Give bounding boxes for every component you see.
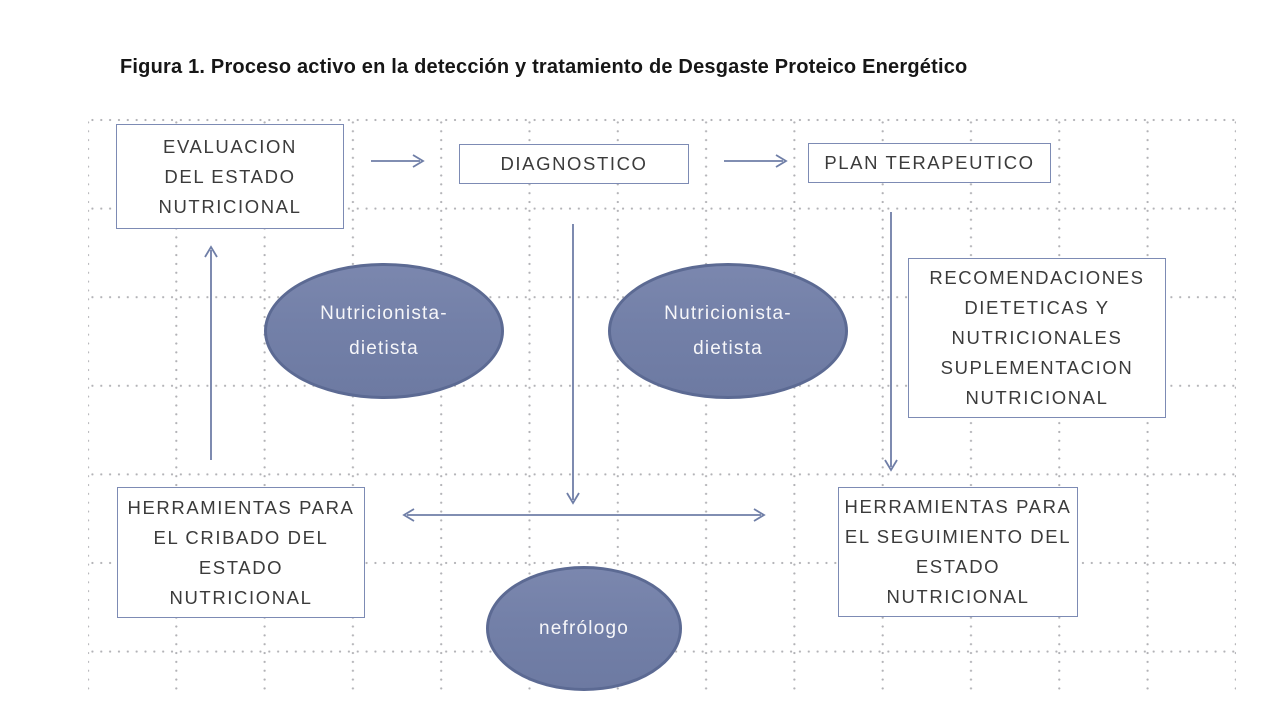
arrow-cribado-to-evaluacion-icon bbox=[204, 245, 218, 460]
arrow-double-horizontal-icon bbox=[402, 508, 766, 522]
arrow-diagnostico-down-icon bbox=[566, 224, 580, 505]
node-label: RECOMENDACIONES DIETETICAS Y NUTRICIONAL… bbox=[929, 267, 1145, 408]
arrow-evaluacion-to-diagnostico-icon bbox=[371, 154, 425, 168]
ellipse-nutricionista-dietista-left: Nutricionista- dietista bbox=[264, 263, 504, 399]
node-label: HERRAMIENTAS PARA EL CRIBADO DEL ESTADO … bbox=[127, 496, 355, 608]
figure-title: Figura 1. Proceso activo en la detección… bbox=[120, 56, 968, 78]
node-recomendaciones-dieteticas: RECOMENDACIONES DIETETICAS Y NUTRICIONAL… bbox=[908, 258, 1166, 418]
ellipse-nefrologo: nefrólogo bbox=[486, 566, 682, 691]
arrow-plan-to-seguimiento-icon bbox=[884, 212, 898, 472]
node-label: EVALUACION DEL ESTADO NUTRICIONAL bbox=[158, 135, 302, 217]
node-plan-terapeutico: PLAN TERAPEUTICO bbox=[808, 143, 1051, 183]
arrow-diagnostico-to-plan-icon bbox=[724, 154, 788, 168]
node-label: Nutricionista- dietista bbox=[664, 303, 792, 359]
node-herramientas-cribado: HERRAMIENTAS PARA EL CRIBADO DEL ESTADO … bbox=[117, 487, 365, 618]
node-herramientas-seguimiento: HERRAMIENTAS PARA EL SEGUIMIENTO DEL EST… bbox=[838, 487, 1078, 617]
node-label: Nutricionista- dietista bbox=[320, 303, 448, 359]
node-label: nefrólogo bbox=[538, 618, 630, 639]
node-label: HERRAMIENTAS PARA EL SEGUIMIENTO DEL EST… bbox=[844, 496, 1072, 607]
ellipse-nutricionista-dietista-right: Nutricionista- dietista bbox=[608, 263, 848, 399]
node-evaluacion-estado-nutricional: EVALUACION DEL ESTADO NUTRICIONAL bbox=[116, 124, 344, 229]
node-label: DIAGNOSTICO bbox=[500, 153, 648, 174]
node-label: PLAN TERAPEUTICO bbox=[824, 152, 1035, 173]
node-diagnostico: DIAGNOSTICO bbox=[459, 144, 689, 184]
